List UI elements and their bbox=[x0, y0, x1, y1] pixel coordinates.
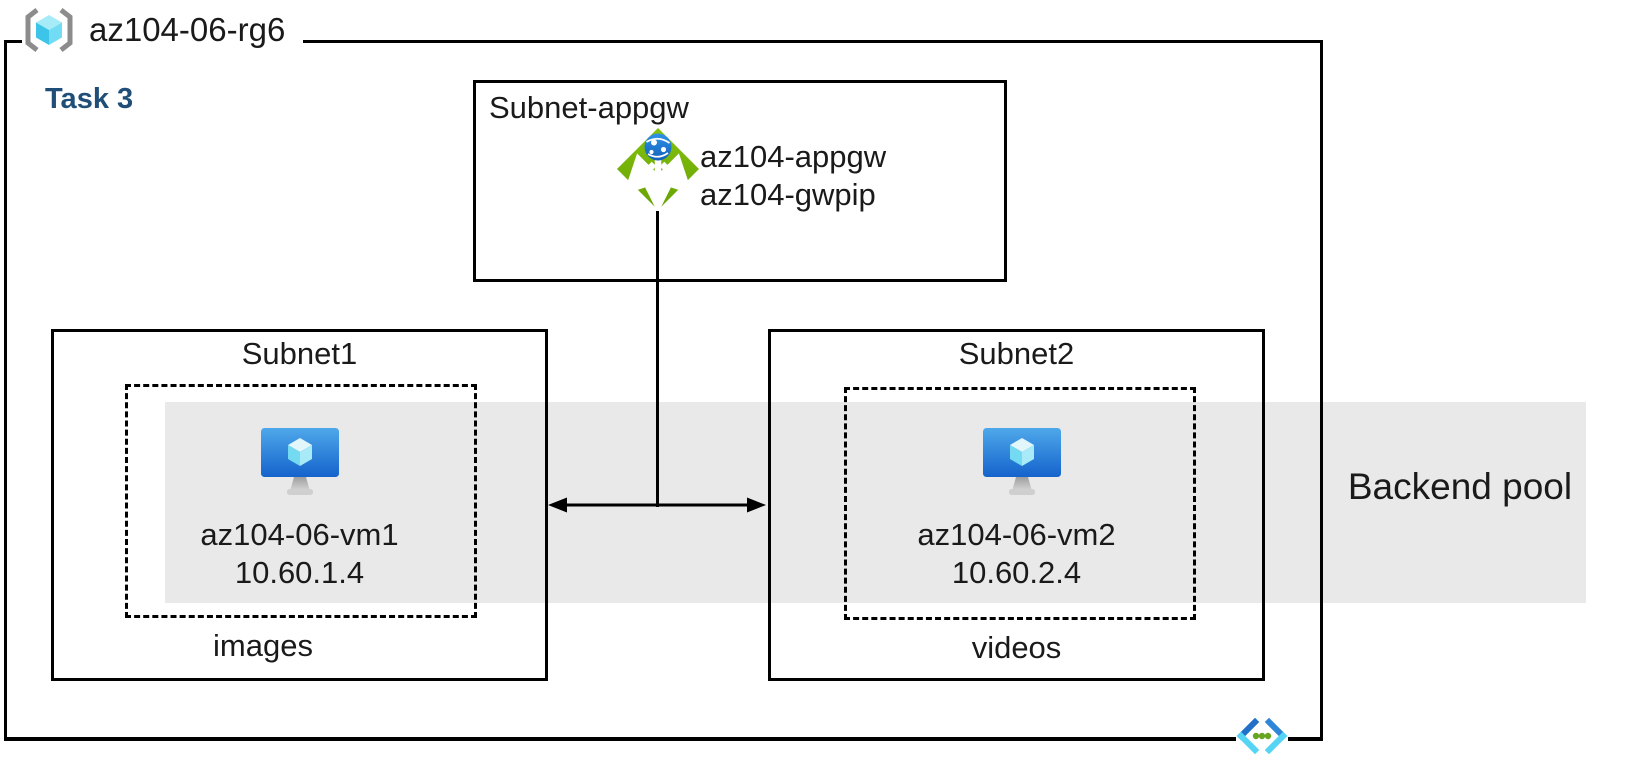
subnet2-title: Subnet2 bbox=[958, 336, 1075, 371]
application-gateway-icon bbox=[617, 128, 699, 212]
vm2-name: az104-06-vm2 bbox=[917, 517, 1116, 552]
subnet2-box: Subnet2 az104-06-vm2 10.60.2.4 videos bbox=[768, 329, 1265, 681]
resource-group-icon bbox=[25, 8, 73, 52]
vm1-name: az104-06-vm1 bbox=[200, 517, 399, 552]
virtual-machine-icon bbox=[983, 428, 1061, 495]
vm2-ip: 10.60.2.4 bbox=[951, 555, 1082, 590]
subnet2-dashed-box bbox=[844, 387, 1196, 620]
backend-pool-label: Backend pool bbox=[1347, 466, 1573, 507]
gateway-connector-line bbox=[656, 211, 659, 507]
task-label: Task 3 bbox=[45, 83, 134, 115]
virtual-network-icon bbox=[1236, 718, 1288, 754]
resource-group-box bbox=[4, 40, 1323, 741]
subnet1-title: Subnet1 bbox=[241, 336, 358, 371]
resource-group-title: az104-06-rg6 bbox=[89, 11, 286, 48]
subnet-double-arrow bbox=[548, 497, 766, 513]
application-gateway-pip: az104-gwpip bbox=[700, 177, 876, 212]
application-gateway-labels: az104-appgw az104-gwpip bbox=[700, 138, 886, 214]
subnet-appgw-title: Subnet-appgw bbox=[489, 90, 689, 125]
subnet1-dashed-box bbox=[125, 384, 477, 618]
backend-pool-band bbox=[165, 402, 1586, 603]
subnet2-storage-label: videos bbox=[971, 630, 1062, 665]
subnet1-box: Subnet1 az104-06-vm1 10.60.1.4 images bbox=[51, 329, 548, 681]
subnet1-storage-label: images bbox=[213, 628, 313, 663]
subnet-appgw-box: Subnet-appgw bbox=[473, 80, 1007, 282]
vm1-ip: 10.60.1.4 bbox=[234, 555, 365, 590]
resource-group-header: az104-06-rg6 bbox=[22, 5, 304, 55]
application-gateway-name: az104-appgw bbox=[700, 139, 887, 174]
virtual-machine-icon bbox=[261, 428, 339, 495]
